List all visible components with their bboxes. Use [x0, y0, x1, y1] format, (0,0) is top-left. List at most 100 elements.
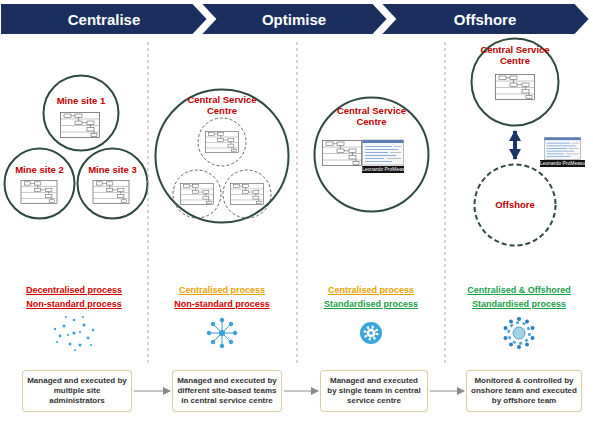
process-box: Managed and executed by different site-b…	[172, 370, 282, 412]
software-name-bar: Leonardo ProMeasure	[362, 166, 404, 173]
stage-chevron: Centralise	[0, 3, 208, 35]
circle-outline	[3, 147, 76, 220]
person-head	[525, 320, 529, 324]
process-status-label: Standardised process	[449, 299, 589, 309]
node-text-group: Centralise	[16, 3, 192, 35]
node-text-group: Optimise	[216, 3, 372, 35]
process-status-label: Standardised process	[301, 299, 441, 309]
circle-outline	[76, 147, 149, 220]
column-separator	[297, 42, 298, 365]
icon-dot	[92, 329, 94, 331]
node-text-group: Offshore	[477, 163, 553, 247]
connector-arrow	[134, 390, 170, 391]
node-text-group: Managed and executed by single team in c…	[325, 371, 423, 411]
icon-dot	[90, 344, 92, 346]
icon-dot	[63, 325, 66, 328]
people-heads	[504, 317, 535, 349]
circle-label: Central Service Centre	[332, 106, 412, 128]
icon-dot	[73, 319, 76, 322]
network-hub	[219, 330, 224, 335]
person-head	[504, 336, 508, 340]
node-text-group: Offshore	[396, 3, 574, 35]
team-circle-node: Mine site 3	[76, 147, 149, 220]
team-circle-node: Central Service Centre	[154, 88, 290, 224]
person-head	[504, 326, 508, 330]
icon-dot	[54, 328, 56, 330]
process-map	[21, 180, 57, 203]
team-circle-node: Central Service Centre	[470, 37, 560, 127]
circle-shape	[44, 76, 119, 151]
node-text-group: Mine site 1	[49, 96, 113, 107]
circle-label: Mine site 2	[9, 165, 71, 176]
network-node	[229, 340, 233, 344]
circle-shape	[315, 98, 429, 212]
icon-dot	[72, 331, 75, 334]
process-map	[61, 113, 100, 138]
node-text-group: Mine site 3	[82, 165, 144, 176]
circle-label: Mine site 1	[49, 96, 113, 107]
network-node	[220, 344, 224, 348]
software-screenshot	[363, 140, 404, 165]
person-head	[517, 317, 521, 321]
chevron-shape	[200, 3, 388, 35]
process-map	[496, 75, 535, 100]
circle-label: Central Service Centre	[181, 95, 263, 117]
network-node	[220, 318, 224, 322]
stage-title: Centralise	[68, 11, 141, 28]
box-text: Managed and executed by different site-b…	[177, 376, 277, 406]
node-text-group: Central Service Centre	[332, 106, 412, 128]
box-text: Monitored & controlled by onshore team a…	[471, 376, 577, 406]
chevron-shape	[0, 3, 208, 35]
process-map	[231, 183, 264, 204]
process-status-label: Centralised process	[301, 285, 441, 295]
connector-arrow	[284, 390, 318, 391]
gear-badge	[360, 322, 382, 344]
person-head	[509, 343, 513, 347]
gear-body	[367, 329, 376, 338]
icon-dot	[56, 341, 58, 343]
stage-chevron: Optimise	[200, 3, 388, 35]
software-name-bar: Leonardo ProMeasure	[540, 160, 585, 167]
process-status-label: Centralised process	[152, 285, 292, 295]
icon-dot	[67, 334, 69, 336]
person-head	[531, 336, 535, 340]
column-separator	[148, 42, 149, 365]
connector-arrow	[430, 390, 464, 391]
process-map	[93, 180, 129, 203]
icon-dot	[83, 324, 86, 327]
process-status-label: Non-standard process	[152, 299, 292, 309]
scattered-dots-icon	[54, 316, 94, 351]
stage-title: Optimise	[262, 11, 326, 28]
process-map	[206, 131, 239, 152]
dashed-circle-shape	[475, 165, 556, 246]
people-bodies	[509, 323, 530, 344]
stage-title: Offshore	[454, 11, 517, 28]
team-circle-node: Mine site 2	[3, 147, 76, 220]
team-circle	[223, 170, 271, 218]
person-head	[509, 320, 513, 324]
network-node	[229, 322, 233, 326]
software-screenshot	[544, 137, 580, 159]
box-text: Managed and executed by single team in c…	[325, 376, 423, 406]
circle-label: Offshore	[495, 200, 535, 211]
stage-chevron: Offshore	[380, 3, 590, 35]
globe	[513, 327, 525, 339]
network-node	[211, 340, 215, 344]
network-node	[233, 331, 237, 335]
node-text-group: Central Service Centre	[181, 95, 263, 117]
circle-outline	[42, 74, 120, 152]
icon-dot	[74, 349, 76, 351]
process-status-label: Non-standard process	[4, 299, 144, 309]
circle-shape	[5, 149, 75, 219]
icon-dot	[82, 316, 84, 318]
process-status-label: Centralised & Offshored	[449, 285, 589, 295]
team-circle	[173, 170, 221, 218]
process-map	[323, 141, 362, 166]
process-box: Managed and executed by multiple site ad…	[22, 370, 132, 412]
icon-dot	[65, 316, 67, 318]
connector-arrow	[513, 131, 517, 159]
gear-icon	[360, 322, 382, 344]
team-circle-node: Central Service Centre	[313, 96, 430, 213]
gear-hole	[369, 331, 373, 335]
